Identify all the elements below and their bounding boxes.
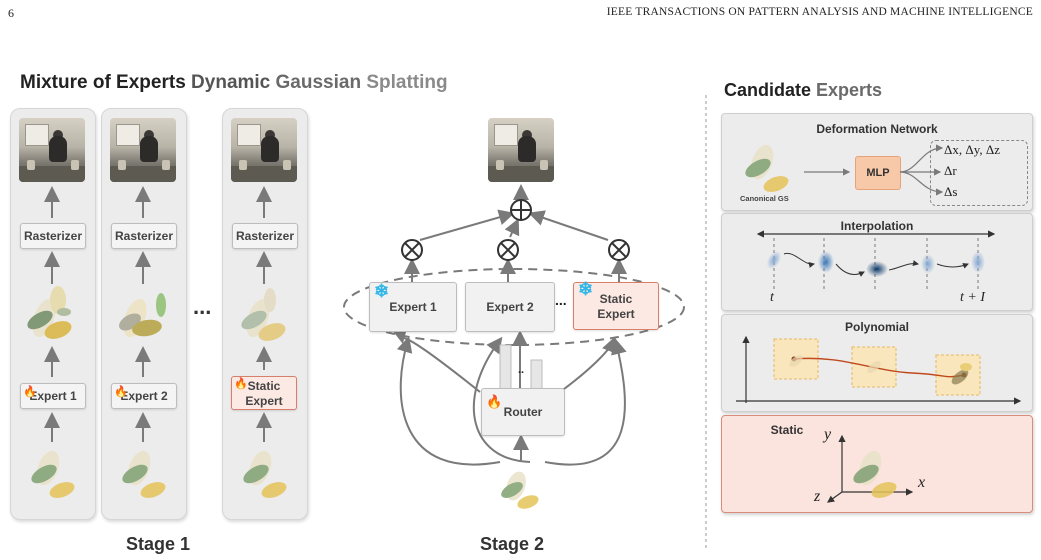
sum-operator [510, 199, 532, 221]
interpolation-panel: Interpolation t t + I [721, 213, 1033, 311]
axis-x-label: x [918, 474, 926, 491]
polynomial-graphic [736, 335, 1022, 405]
stage2-label: Stage 2 [479, 534, 545, 554]
gaussian-cluster [119, 293, 166, 338]
side-title-part-1: Candidate [724, 80, 817, 100]
section-divider [705, 95, 707, 550]
gaussian-blob [921, 254, 935, 274]
expert2-label: Expert 2 [120, 389, 168, 403]
stage1-label: Stage 1 [125, 534, 191, 554]
static-graphic [827, 434, 914, 503]
static-expert-line1: Static [247, 379, 281, 393]
expert1-label: Expert 1 [29, 389, 77, 403]
rasterizer-box: Rasterizer [20, 223, 86, 249]
polynomial-panel: Polynomial [721, 314, 1033, 412]
gaussian-cluster [241, 288, 286, 341]
gaussian-cluster [853, 450, 897, 498]
title-part-2: Dynamic [191, 72, 276, 93]
static-expert-box: 🔥 Static Expert [231, 376, 297, 410]
router-dots: .. [518, 364, 525, 376]
axis-y-label: y [824, 426, 832, 443]
static-expert-box: ❄ Static Expert [573, 279, 659, 330]
stage1-diagram [27, 186, 287, 498]
gaussian-cluster [745, 144, 789, 192]
product-operator [497, 239, 519, 261]
gaussian-cluster [31, 450, 75, 498]
rendered-image [110, 118, 176, 182]
stage2-diagram [343, 184, 685, 509]
time-start-label: t [770, 290, 774, 305]
router-label: Router [503, 405, 543, 419]
rendered-image [231, 118, 297, 182]
rendered-image [488, 118, 554, 182]
stage1-arrows [44, 186, 272, 442]
product-operator [401, 239, 423, 261]
deformation-title: Deformation Network [816, 122, 938, 136]
static-panel: Static y x z [721, 415, 1033, 513]
axis-z-label: z [814, 488, 821, 505]
fire-icon: 🔥 [114, 386, 128, 398]
title-part-4: Splatting [366, 72, 448, 93]
side-title-part-2: Experts [816, 80, 883, 100]
gaussian-blob [818, 251, 834, 273]
stage2-ellipsis: ... [555, 292, 567, 308]
static-expert-line2: Expert [597, 307, 635, 321]
mlp-box: MLP [855, 156, 901, 190]
canonical-gs-label: Canonical GS [740, 194, 789, 203]
expert1-box: 🔥 Expert 1 [20, 383, 86, 409]
polynomial-curve [793, 357, 965, 378]
fire-icon: 🔥 [234, 378, 248, 390]
polynomial-title: Polynomial [844, 320, 909, 334]
fire-icon: 🔥 [486, 394, 503, 409]
deformation-outputs-box [930, 140, 1028, 206]
output-dr: Δr [944, 163, 957, 178]
fire-icon: 🔥 [23, 386, 37, 398]
journal-header: IEEE TRANSACTIONS ON PATTERN ANALYSIS AN… [606, 6, 1033, 18]
output-ds: Δs [944, 184, 958, 199]
stage1-ellipsis: ... [193, 294, 212, 319]
gaussian-blob [866, 261, 888, 277]
title-part-1: Mixture of Experts [20, 72, 192, 93]
router-box: 🔥 Router [481, 388, 565, 436]
gaussian-blob [971, 251, 985, 273]
figure-title: Mixture of Experts Dynamic Gaussian Spla… [20, 72, 448, 94]
gaussian-cluster [27, 286, 72, 339]
product-operator [608, 239, 630, 261]
deformation-network-panel: Deformation Network Canonical GS MLP Δx,… [721, 113, 1033, 211]
expert2-box: Expert 2 [465, 282, 555, 332]
gaussian-cluster [501, 471, 539, 509]
rasterizer-box: Rasterizer [111, 223, 177, 249]
static-expert-line1: Static [599, 292, 633, 306]
title-part-3: Gaussian [275, 72, 367, 93]
frozen-icon: ❄ [578, 279, 594, 299]
expert2-box: 🔥 Expert 2 [111, 383, 177, 409]
rendered-image [19, 118, 85, 182]
static-expert-line2: Expert [245, 394, 283, 408]
candidate-experts-title: Candidate Experts [724, 80, 882, 101]
frozen-icon: ❄ [374, 281, 390, 301]
interpolation-title: Interpolation [840, 219, 914, 233]
expert1-label: Expert 1 [389, 300, 437, 314]
interpolation-graphic [756, 230, 996, 292]
page-number: 6 [8, 6, 14, 20]
expert1-box: ❄ Expert 1 [369, 281, 457, 332]
rasterizer-box: Rasterizer [232, 223, 298, 249]
gaussian-cluster [243, 450, 287, 498]
time-end-label: t + I [960, 290, 985, 305]
gaussian-cluster [122, 450, 166, 498]
gaussian-blob [766, 250, 782, 270]
deformation-graphic [745, 144, 944, 196]
output-dxyz: Δx, Δy, Δz [944, 142, 1001, 157]
static-title: Static [770, 423, 804, 437]
